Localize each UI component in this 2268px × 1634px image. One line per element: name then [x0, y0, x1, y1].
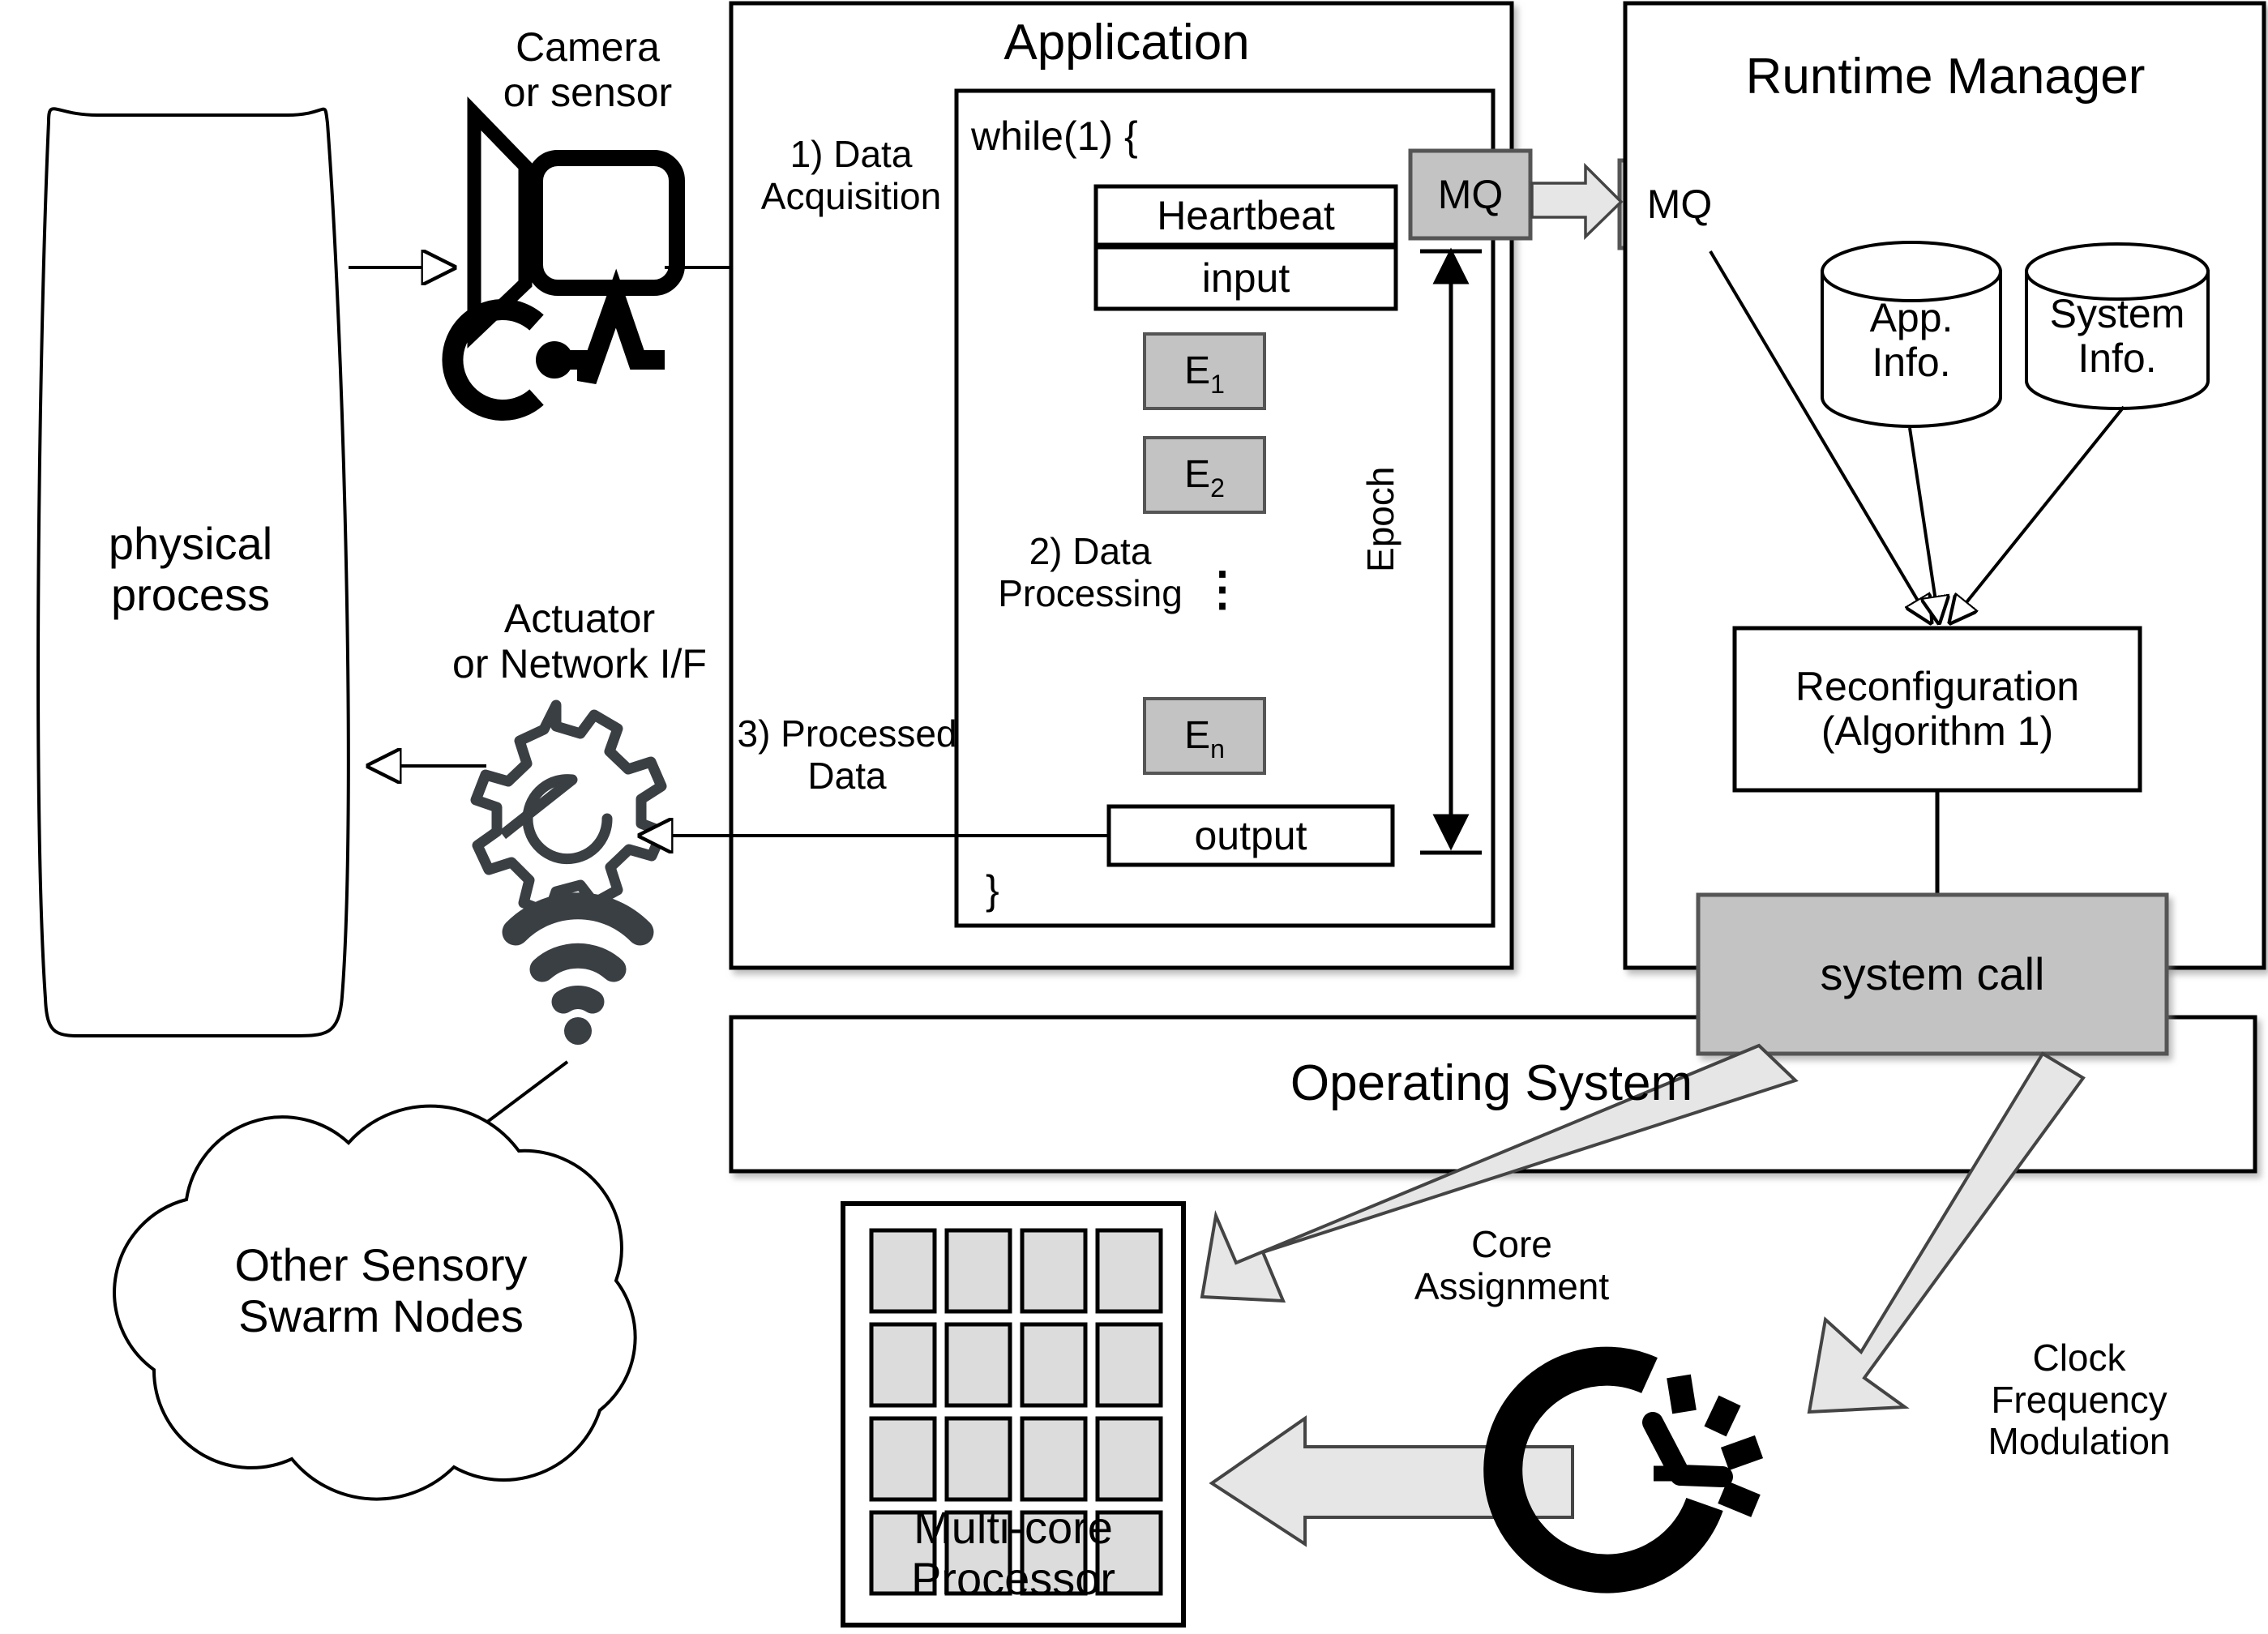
runtime-manager-title: Runtime Manager [1745, 49, 2146, 105]
arrow-mq-to-reconfiguration [1709, 250, 1931, 622]
video-camera-icon [467, 96, 685, 349]
mq-application-label: MQ [1437, 171, 1504, 217]
data-processing-label: 2) Data Processing [998, 530, 1183, 614]
output-label: output [1194, 812, 1307, 858]
heartbeat-label: Heartbeat [1157, 192, 1335, 238]
system-info-cylinder [2025, 242, 2210, 410]
stage-base-en: E [1184, 713, 1211, 757]
mq-application-box [1408, 148, 1533, 241]
core-assignment-label: Core Assignment [1414, 1223, 1610, 1307]
mq-runtime-label: MQ [1646, 181, 1713, 227]
stage-base-e2: E [1184, 452, 1211, 496]
system-call-label: system call [1820, 948, 2045, 1000]
app-info-cylinder [1821, 241, 2002, 428]
physical-process-label: physical process [108, 518, 273, 620]
arrow-clock-to-processor [1209, 1415, 1574, 1547]
stage-box-e1 [1143, 332, 1266, 410]
stage-base-e1: E [1184, 349, 1211, 392]
stage-sub-en: n [1210, 734, 1225, 764]
sensor-pulse-icon [442, 268, 665, 421]
cloud-shape [113, 1104, 637, 1501]
arrow-appinfo-to-reconfiguration [1908, 427, 1939, 622]
stage-box-e2 [1143, 436, 1266, 514]
application-title: Application [1003, 15, 1250, 71]
actuator-label: Actuator or Network I/F [452, 596, 707, 687]
processor-label: Multi-core Processor [910, 1502, 1116, 1604]
data-acquisition-label: 1) Data Acquisition [760, 133, 942, 217]
epoch-label: Epoch [1359, 466, 1402, 572]
gear-icon [470, 699, 668, 918]
reconfiguration-label: Reconfiguration (Algorithm 1) [1795, 664, 2080, 754]
stage-box-en [1143, 697, 1266, 775]
processed-data-label: 3) Processed Data [737, 712, 957, 797]
system-info-label: System Info. [2049, 290, 2185, 381]
while-loop-close: } [986, 867, 999, 913]
arrow-core-assignment [1200, 1043, 1799, 1303]
arrow-mq-to-mq [1530, 162, 1624, 241]
cloud-label: Other Sensory Swarm Nodes [234, 1239, 528, 1341]
processor-core-grid [869, 1228, 1163, 1596]
stage-ellipsis: ⋮ [1199, 562, 1246, 615]
input-label: input [1201, 255, 1290, 301]
input-box [1093, 245, 1398, 311]
wifi-icon [502, 892, 654, 1045]
clock-frequency-label: Clock Frequency Modulation [1988, 1337, 2171, 1463]
stage-sub-e1: 1 [1210, 369, 1225, 399]
system-call-box [1696, 892, 2169, 1056]
physical-process-shape [36, 107, 350, 1038]
heartbeat-box [1093, 184, 1398, 247]
app-info-label: App. Info. [1869, 295, 1953, 385]
arrow-systeminfo-to-reconfiguration [1950, 405, 2125, 622]
stage-sub-e2: 2 [1210, 473, 1225, 503]
runtime-manager-box [1623, 1, 2266, 970]
arrow-clock-frequency [1807, 1051, 2086, 1414]
while-loop-open: while(1) { [971, 113, 1138, 159]
clock-icon [1483, 1346, 1764, 1593]
camera-or-sensor-label: Camera or sensor [503, 24, 673, 115]
reconfiguration-box [1732, 626, 2142, 793]
operating-system-title: Operating System [1290, 1055, 1693, 1111]
